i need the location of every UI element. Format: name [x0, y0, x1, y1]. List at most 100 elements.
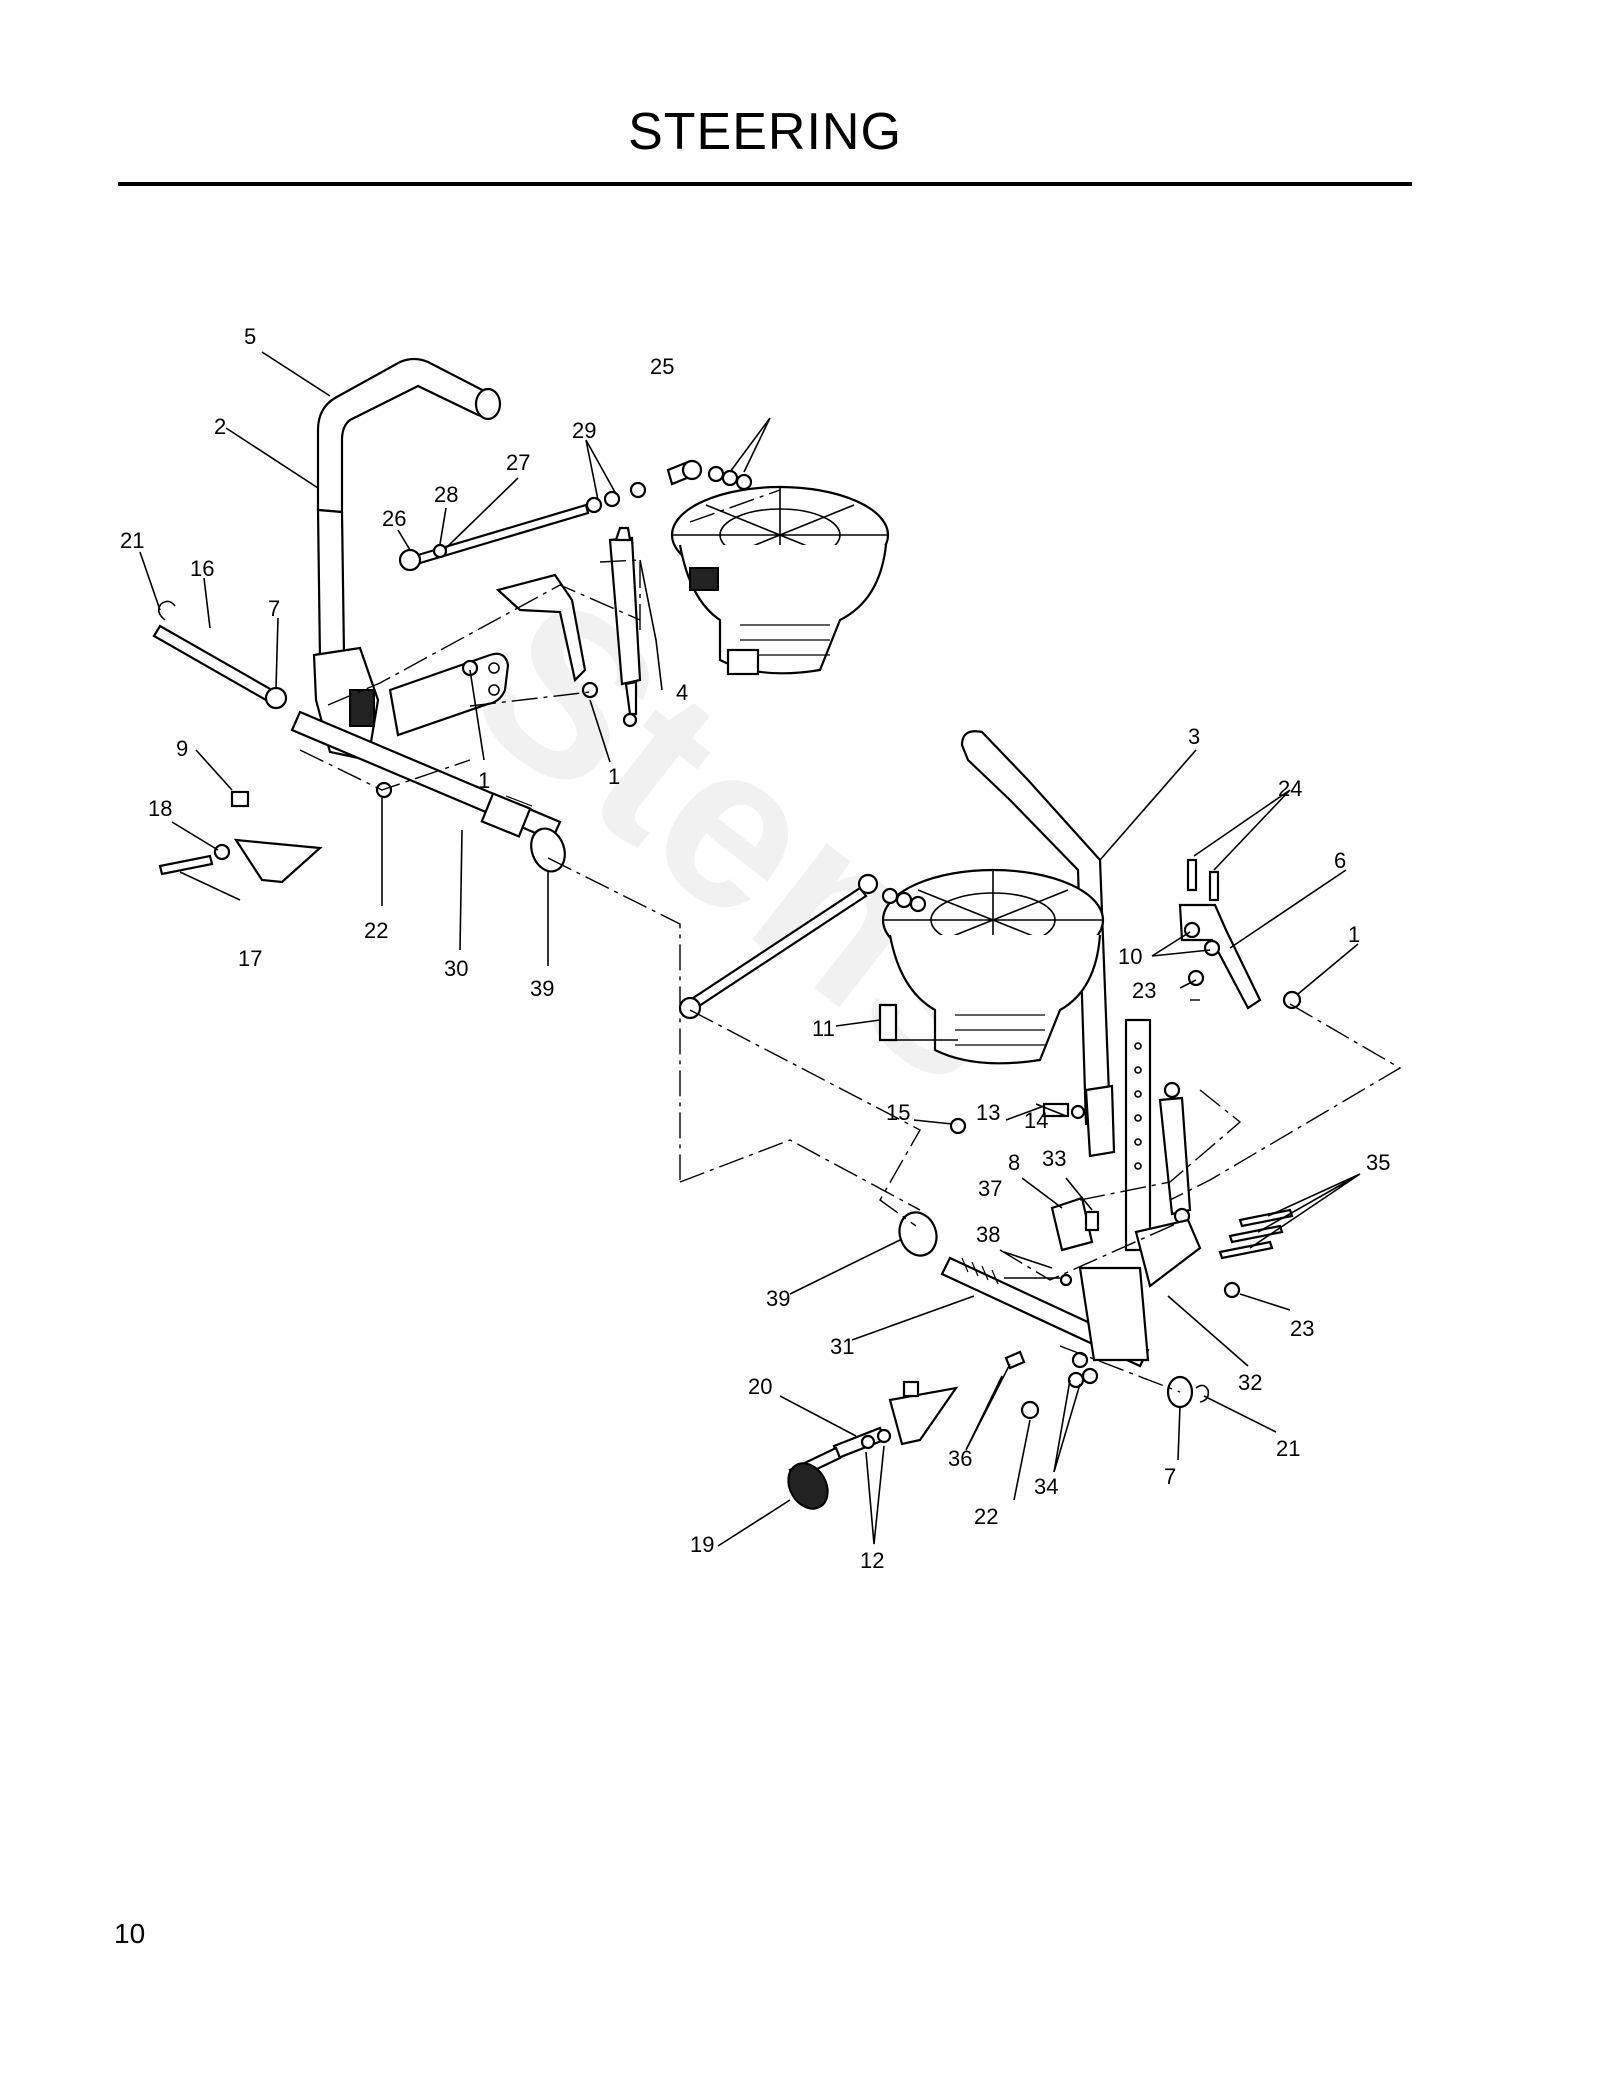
pivot-arm-hole [488, 662, 500, 674]
callout-29: 29 [572, 418, 596, 443]
screw-33 [1084, 1210, 1100, 1232]
callout-34: 34 [1034, 1474, 1058, 1499]
callout-22-left: 22 [364, 918, 388, 943]
steering-handle-left [316, 357, 498, 514]
nut-29b [603, 490, 621, 508]
callout-11: 11 [812, 1016, 835, 1041]
e-clip-21-right [1195, 1384, 1210, 1403]
callout-18: 18 [148, 796, 172, 821]
shaft-spline-right [961, 1257, 999, 1285]
callout-39-right: 39 [766, 1286, 790, 1311]
damper-right-body [1158, 1096, 1192, 1216]
damper-right-eye [1163, 1081, 1181, 1099]
pump-base-left [726, 648, 760, 676]
leader-lines [139, 351, 1361, 1547]
page-title: STEERING [628, 103, 902, 161]
callout-31: 31 [830, 1334, 854, 1359]
callout-32: 32 [1238, 1370, 1262, 1395]
pump-fan-spokes-left [672, 487, 888, 583]
bolt-11 [878, 1003, 898, 1042]
callout-13: 13 [976, 1100, 1000, 1125]
callout-23-lower: 23 [1290, 1316, 1314, 1341]
nut-28 [432, 543, 448, 559]
callout-1-right: 1 [1348, 922, 1360, 947]
title-rule [118, 182, 1412, 186]
callout-6: 6 [1334, 848, 1346, 873]
damper-4-eye [622, 712, 638, 728]
nut-22-right [1020, 1400, 1040, 1420]
pump-body-left [678, 544, 888, 675]
callout-19: 19 [690, 1532, 714, 1557]
damper-4-rod [624, 680, 638, 716]
spring-13 [1042, 1102, 1070, 1118]
callout-21-left: 21 [120, 528, 144, 553]
callout-21-right: 21 [1276, 1436, 1300, 1461]
bushing-39-left [530, 827, 566, 873]
nut-29a [585, 496, 603, 514]
lever-bracket-block [349, 689, 375, 727]
callout-3: 3 [1188, 724, 1200, 749]
callout-36: 36 [948, 1446, 972, 1471]
damper-bracket-left [495, 573, 587, 683]
nut-23-lower [1223, 1281, 1241, 1299]
steering-lever-right [1084, 1084, 1116, 1158]
callout-labels: 5 2 25 29 27 28 26 21 16 7 4 1 1 9 18 17… [120, 324, 1390, 1573]
switch-8 [1050, 1196, 1094, 1252]
callout-28: 28 [434, 482, 458, 507]
right-steering-assembly [678, 730, 1302, 1510]
adjust-tube-right [1124, 1018, 1152, 1252]
nut-38 [1059, 1273, 1073, 1287]
adjust-knob-19 [787, 1462, 829, 1510]
callout-25: 25 [650, 354, 674, 379]
nut-34a [1071, 1351, 1089, 1369]
fastener-1-right [1282, 990, 1302, 1010]
clip-9 [230, 790, 250, 808]
callout-30: 30 [444, 956, 468, 981]
plate-arm-32 [1134, 1218, 1202, 1288]
nut-10a [1183, 921, 1201, 939]
callout-4: 4 [676, 680, 688, 705]
washer-14 [1070, 1104, 1086, 1120]
pump-valve-left [689, 567, 719, 591]
rod-16 [152, 624, 274, 702]
callout-20: 20 [748, 1374, 772, 1399]
page-number: 10 [114, 1918, 146, 1949]
callout-15: 15 [886, 1100, 910, 1125]
pump-body-right [888, 934, 1102, 1065]
bolt-24a [1186, 858, 1198, 892]
callout-2: 2 [214, 414, 226, 439]
bolt-24b [1208, 870, 1220, 902]
callout-5: 5 [244, 324, 256, 349]
callout-17: 17 [238, 946, 262, 971]
callout-7-left: 7 [268, 596, 280, 621]
assembly-dash-lines [299, 489, 1402, 1393]
pump-fan-spokes-right [883, 870, 1103, 970]
bracket-6 [1178, 903, 1262, 1010]
nut-10b [1203, 939, 1221, 957]
callout-35: 35 [1366, 1150, 1390, 1175]
callout-1-b: 1 [608, 764, 620, 789]
callout-39-left: 39 [530, 976, 554, 1001]
callout-24: 24 [1278, 776, 1302, 801]
stop-plate-left [233, 838, 323, 884]
clip-right [902, 1380, 920, 1398]
callout-9: 9 [176, 736, 188, 761]
spring-20 [832, 1426, 886, 1460]
callout-10: 10 [1118, 944, 1142, 969]
rod-end-25 [681, 459, 703, 481]
bushing-39-right [898, 1211, 938, 1257]
left-steering-assembly [152, 357, 890, 884]
steering-lever-left [316, 508, 346, 662]
washer-25a [707, 465, 725, 483]
shaft-spring-left [480, 792, 532, 838]
nut-34b [1081, 1367, 1099, 1385]
washer-12a [860, 1434, 876, 1450]
nut-34c [1067, 1371, 1085, 1389]
callout-38: 38 [976, 1222, 1000, 1247]
callout-23-upper: 23 [1132, 978, 1156, 1003]
rod-end-right-lower [678, 996, 702, 1020]
callout-16: 16 [190, 556, 214, 581]
rod-end-26 [398, 548, 422, 572]
callout-12: 12 [860, 1548, 884, 1573]
